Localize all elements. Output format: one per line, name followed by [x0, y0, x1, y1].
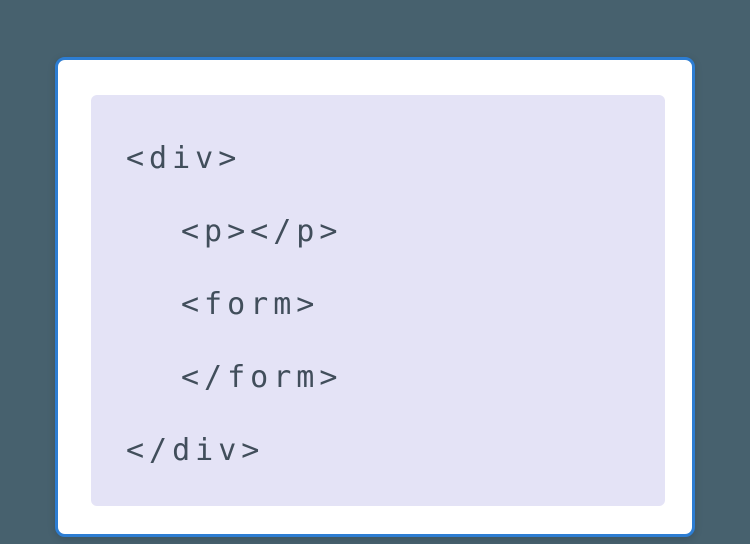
code-line-form-open: <form>: [181, 287, 320, 322]
code-line-div-open: <div>: [126, 141, 242, 176]
code-card: <div> <p></p> <form> </form> </div>: [55, 57, 695, 537]
code-line-form-close: </form>: [181, 360, 343, 395]
code-line-p: <p></p>: [181, 214, 343, 249]
code-line-div-close: </div>: [126, 433, 265, 468]
code-panel: <div> <p></p> <form> </form> </div>: [91, 95, 665, 506]
